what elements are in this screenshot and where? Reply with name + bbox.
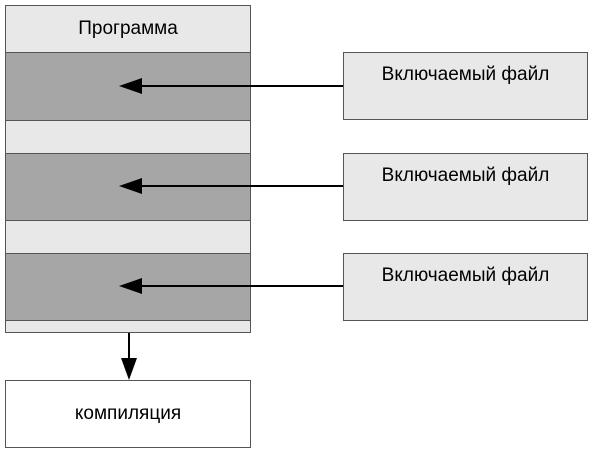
compilation-label: компиляция: [74, 403, 182, 424]
included-file-label-2: Включаемый файл: [381, 165, 550, 186]
include-segment-2: [5, 153, 251, 221]
program-title: Программа: [78, 17, 178, 39]
included-file-box-1: [343, 52, 588, 120]
included-file-box-2: [343, 153, 588, 221]
included-file-label-1: Включаемый файл: [381, 64, 550, 85]
included-file-box-3: [343, 253, 588, 321]
compile-arrow: [121, 333, 137, 380]
include-segment-3: [5, 253, 251, 321]
compilation-box: [5, 380, 251, 448]
included-file-label-3: Включаемый файл: [381, 265, 550, 286]
include-segment-1: [5, 52, 251, 121]
